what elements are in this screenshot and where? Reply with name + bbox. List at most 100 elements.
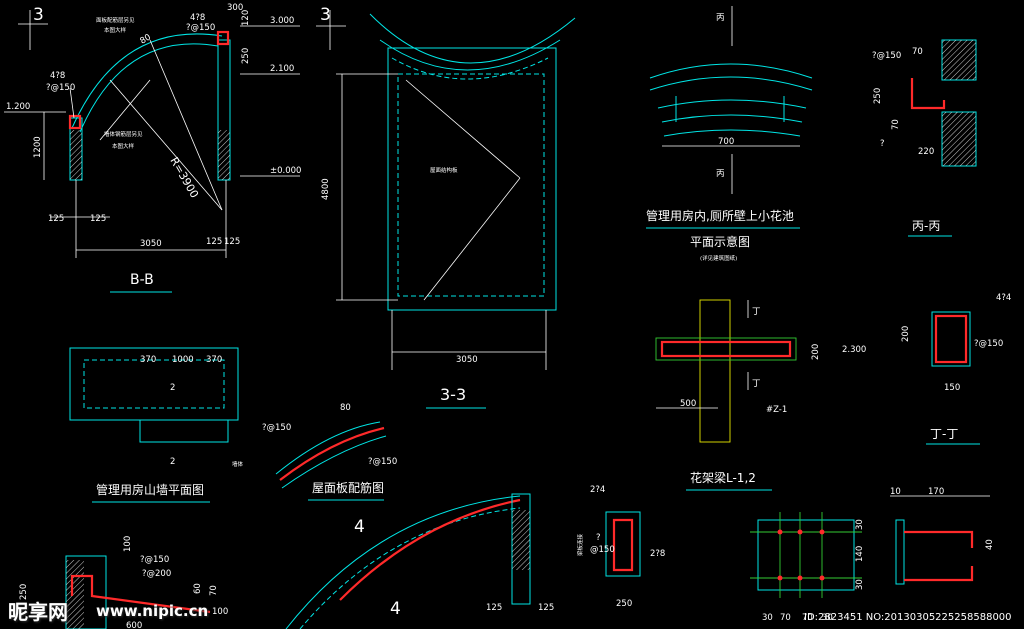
gable-plan: 370 1000 370 2 2 墙体 管理用房山墙平面图	[69, 347, 244, 503]
grid-b4: 30	[822, 613, 833, 623]
dim-250: 250	[241, 48, 251, 64]
section-33: 3 屋面结构板 4800 3050 3-3	[316, 5, 576, 409]
ding-dim-150: 150	[944, 383, 960, 393]
bing-mark: ?	[880, 139, 885, 149]
note-top-2: 本图大样	[104, 26, 127, 34]
watermark-url: www.nipic.cn	[96, 602, 209, 620]
curved-roof-top	[369, 13, 576, 64]
small-rebar-4: 2?8	[650, 549, 665, 559]
bottom-dim-100: 100	[123, 536, 133, 552]
dim-125-c: 125	[206, 237, 222, 247]
bottom-dim-125a: 125	[486, 603, 502, 613]
wall-outline	[387, 47, 557, 311]
dim-3050-b: 3050	[456, 355, 478, 365]
rebar-a: 4?8	[190, 13, 205, 23]
bottom-dim-600: 600	[126, 621, 142, 629]
gable-dim-1000: 1000	[172, 355, 194, 365]
planter-plan: 丙 700 丙 管理用房内,厕所壁上小花池 平面示意图 (详见建筑图纸)	[646, 6, 813, 262]
title-ding: 丁-丁	[930, 427, 958, 441]
bottom-dim-70: 70	[209, 585, 219, 596]
beam-column: #Z-1	[766, 405, 787, 415]
grid-170: 170	[928, 487, 944, 497]
bing-dim-70: 70	[912, 47, 923, 57]
note-top: 面板配筋层另见	[96, 16, 135, 24]
beam-level: 2.300	[842, 345, 866, 355]
beam-dim-500: 500	[680, 399, 696, 409]
roof-slab-label: 屋面结构板	[430, 166, 458, 174]
planter-subtitle: (详见建筑图纸)	[700, 254, 737, 262]
ding-rebar-top: 4?4	[996, 293, 1011, 303]
cut-mark-bing-1: 丙	[716, 13, 725, 23]
watermark-logo: 昵享网	[8, 600, 68, 624]
cut-mark-bing-2: 丙	[716, 169, 725, 179]
bing-dim-250: 250	[873, 88, 883, 104]
radius-label: R=3900	[167, 155, 201, 200]
level-1200: 1.200	[6, 102, 30, 112]
planter-title: 管理用房内,厕所壁上小花池	[646, 208, 794, 223]
gable-dim-370a: 370	[140, 355, 156, 365]
bottom-rebar-b: ?@200	[142, 569, 171, 579]
section-index-mark: 3	[18, 5, 48, 50]
small-rebar-3: @150	[590, 545, 615, 555]
cut-4b: 4	[390, 599, 401, 619]
beam-cut-a: 丁	[752, 307, 761, 317]
gable-dim-370b: 370	[206, 355, 222, 365]
rebar-c: 4?8	[50, 71, 65, 81]
grid-140: 140	[855, 546, 865, 562]
bottom-details: 4 4 125 125 ?@150 ?@200 100 250 60 70 10…	[19, 485, 995, 629]
beam-detail: 丁 丁 200 2.300 500 #Z-1 花架梁L-1,2	[655, 299, 866, 491]
dim-4800: 4800	[321, 178, 331, 200]
watermark-id: ID:2823451 NO:20130305225258588000	[804, 612, 1012, 623]
bottom-dim-250: 250	[19, 584, 29, 600]
level-3000: 3.000	[270, 16, 294, 26]
dim-700: 700	[718, 137, 734, 147]
level-0000: ±0.000	[270, 166, 301, 176]
section-bing: ?@150 70 250 70 220 ? 丙-丙	[872, 39, 977, 237]
bottom-dim-100b: 100	[212, 607, 228, 617]
bing-rebar: ?@150	[872, 51, 901, 61]
section-ding: 4?4 ?@150 200 150 丁-丁	[901, 293, 1011, 445]
dim-3050: 3050	[140, 239, 162, 249]
gable-cut-2: 2	[170, 457, 175, 467]
grid-b2: 70	[780, 613, 791, 623]
title-33: 3-3	[440, 385, 466, 404]
grid-30a: 30	[855, 519, 865, 530]
rebar-d: ?@150	[46, 83, 75, 93]
dim-300: 300	[227, 3, 243, 13]
ding-dim-200: 200	[901, 326, 911, 342]
arc-roof	[71, 33, 223, 129]
gable-cut-1: 2	[170, 383, 175, 393]
dim-120: 120	[241, 10, 251, 26]
note-mid-2: 本图大样	[112, 142, 135, 150]
section-index-mark-33: 3	[316, 5, 346, 50]
level-2100: 2.100	[270, 64, 294, 74]
roof-rebar: ?@150 ?@150 80 屋面板配筋图	[262, 403, 397, 501]
dim-125-a: 125	[48, 214, 64, 224]
level-marks-right: 3.000 2.100 ±0.000 300 120 250	[227, 3, 301, 177]
cut-4a: 4	[354, 517, 365, 537]
note-mid: 墙体钢筋层另见	[104, 130, 143, 138]
rebar-b: ?@150	[186, 23, 215, 33]
grid-40: 40	[985, 539, 995, 550]
title-beam: 花架梁L-1,2	[690, 470, 756, 485]
grid-10: 10	[890, 487, 901, 497]
beam-dim-200: 200	[811, 344, 821, 360]
roof-dim-80: 80	[340, 403, 351, 413]
section-bb: 3 R=3900 面板配筋层另见 本图大样 墙体钢筋层另见 本图大样 4?8 ?…	[4, 3, 301, 293]
roof-rebar-a: ?@150	[262, 423, 291, 433]
grid-b3: 70	[802, 613, 813, 623]
bottom-dim-125b: 125	[538, 603, 554, 613]
dim-1200: 1200	[33, 136, 43, 158]
dim-125-b: 125	[90, 214, 106, 224]
grid-b1: 30	[762, 613, 773, 623]
beam-cut-b: 丁	[752, 379, 761, 389]
title-roof-rebar: 屋面板配筋图	[312, 480, 384, 495]
small-rebar-1: 2?4	[590, 485, 605, 495]
bottom-dim-60: 60	[193, 583, 203, 594]
bing-dim-70b: 70	[891, 119, 901, 130]
small-note: 梁板连接	[576, 533, 584, 556]
bing-dim-220: 220	[918, 147, 934, 157]
ding-rebar-stirrup: ?@150	[974, 339, 1003, 349]
bottom-rebar-a: ?@150	[140, 555, 169, 565]
